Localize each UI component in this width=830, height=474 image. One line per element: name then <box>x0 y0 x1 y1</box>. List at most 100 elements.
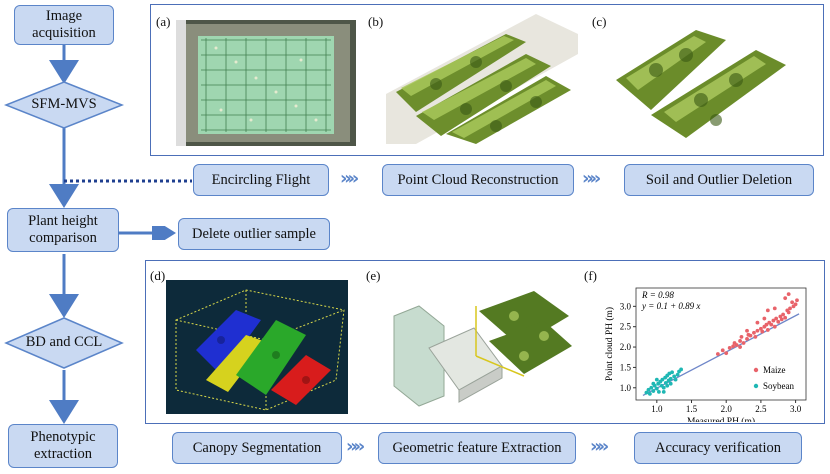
geometric-feature-box: Geometric feature Extraction <box>378 432 576 464</box>
data-point-maize <box>765 328 770 332</box>
soil-outlier-deletion-label: Soil and Outlier Deletion <box>645 171 793 188</box>
data-point-maize <box>745 337 749 341</box>
data-point-maize <box>758 326 763 331</box>
chevron-icon: »» <box>340 168 359 189</box>
data-point-maize <box>720 348 725 353</box>
data-point-maize <box>774 316 779 321</box>
data-point-maize <box>776 319 781 324</box>
data-point-maize <box>731 344 736 349</box>
data-point-maize <box>755 320 760 325</box>
image-acquisition-box: Image acquisition <box>14 5 114 45</box>
legend-marker <box>753 383 759 389</box>
x-tick-label: 1.5 <box>686 404 698 414</box>
y-axis-label: Point cloud PH (m) <box>604 307 615 381</box>
canopy-segmentation-image <box>166 280 348 414</box>
canopy-segmentation-label: Canopy Segmentation <box>192 439 322 456</box>
data-point-maize <box>788 306 792 311</box>
data-point-soybean <box>646 387 651 392</box>
data-point-maize <box>727 345 732 350</box>
data-point-soybean <box>661 389 666 394</box>
data-point-soybean <box>660 377 665 382</box>
encircling-flight-label: Encircling Flight <box>211 171 311 188</box>
data-point-maize <box>778 314 783 319</box>
data-point-maize <box>771 318 776 323</box>
bd-ccl-label: BD and CCL <box>25 334 103 350</box>
annotation: y = 0.1 + 0.89 x <box>641 301 700 311</box>
data-point-maize <box>793 302 798 307</box>
point-cloud-reconstruction-label: Point Cloud Reconstruction <box>397 171 559 188</box>
data-point-soybean <box>654 386 659 391</box>
panel-label-c: (c) <box>592 14 607 29</box>
data-point-maize <box>715 352 720 356</box>
data-point-soybean <box>672 374 677 379</box>
data-point-soybean <box>661 385 666 390</box>
data-point-soybean <box>651 389 656 393</box>
chevron-icon: »» <box>582 168 601 189</box>
x-axis-label: Measured PH (m) <box>687 416 755 422</box>
drone-flight-image <box>176 20 356 146</box>
y-tick-label: 2.5 <box>620 322 632 332</box>
data-point-soybean <box>663 380 668 385</box>
chevron-icon: »» <box>590 436 609 457</box>
data-point-maize <box>769 322 774 327</box>
plant-height-comparison-box: Plant height comparison <box>7 208 119 252</box>
delete-outlier-box: Delete outlier sample <box>178 218 330 250</box>
data-point-maize <box>739 334 744 339</box>
x-tick-label: 2.0 <box>721 404 733 414</box>
data-point-soybean <box>675 372 680 377</box>
data-point-maize <box>772 306 777 311</box>
panel-label-f: (f) <box>584 268 597 283</box>
x-tick-label: 1.0 <box>651 404 663 414</box>
data-point-maize <box>781 312 786 317</box>
y-tick-label: 2.0 <box>620 342 632 352</box>
geometric-feature-image <box>384 286 574 412</box>
delete-outlier-label: Delete outlier sample <box>191 225 316 242</box>
soil-outlier-deletion-image <box>606 20 806 144</box>
y-tick-label: 1.5 <box>620 362 632 372</box>
point-cloud-reconstruction-image <box>386 14 578 144</box>
data-point-maize <box>786 310 791 315</box>
data-point-maize <box>779 317 784 322</box>
data-point-soybean <box>656 389 661 394</box>
plant-height-comparison-label: Plant height comparison <box>28 213 98 246</box>
panel-label-b: (b) <box>368 14 384 29</box>
data-point-maize <box>783 315 788 320</box>
plot-frame <box>635 287 807 401</box>
data-point-soybean <box>668 381 673 386</box>
canopy-segmentation-box: Canopy Segmentation <box>172 432 342 464</box>
y-tick-label: 3.0 <box>620 301 632 311</box>
data-point-maize <box>738 345 742 349</box>
panel-label-a: (a) <box>156 14 171 29</box>
data-point-maize <box>748 333 753 338</box>
y-tick-label: 1.0 <box>620 383 632 393</box>
data-point-soybean <box>654 377 659 382</box>
data-point-maize <box>764 322 769 327</box>
legend-label: Maize <box>763 365 786 375</box>
data-point-soybean <box>670 370 674 375</box>
data-point-soybean <box>665 383 670 388</box>
point-cloud-reconstruction-box: Point Cloud Reconstruction <box>382 164 574 196</box>
legend-marker <box>753 367 759 373</box>
data-point-maize <box>745 328 749 333</box>
data-point-soybean <box>673 377 678 382</box>
image-acquisition-label: Image acquisition <box>32 8 96 41</box>
encircling-flight-box: Encircling Flight <box>193 164 329 196</box>
sfm-mvs-label: SFM-MVS <box>31 96 97 112</box>
data-point-maize <box>765 308 770 313</box>
data-point-maize <box>753 334 758 339</box>
data-point-soybean <box>668 376 673 381</box>
legend-label: Soybean <box>763 381 794 391</box>
data-point-maize <box>738 339 742 343</box>
data-point-maize <box>786 292 791 297</box>
data-point-maize <box>795 298 799 303</box>
data-point-maize <box>790 300 795 305</box>
accuracy-verification-label: Accuracy verification <box>655 439 781 456</box>
dotted-connector <box>64 179 192 183</box>
accuracy-verification-box: Accuracy verification <box>634 432 802 464</box>
data-point-maize <box>752 330 756 335</box>
geometric-feature-label: Geometric feature Extraction <box>392 439 562 456</box>
data-point-soybean <box>679 367 684 372</box>
phenotypic-extraction-box: Phenotypic extraction <box>8 424 118 468</box>
data-point-maize <box>734 343 739 347</box>
